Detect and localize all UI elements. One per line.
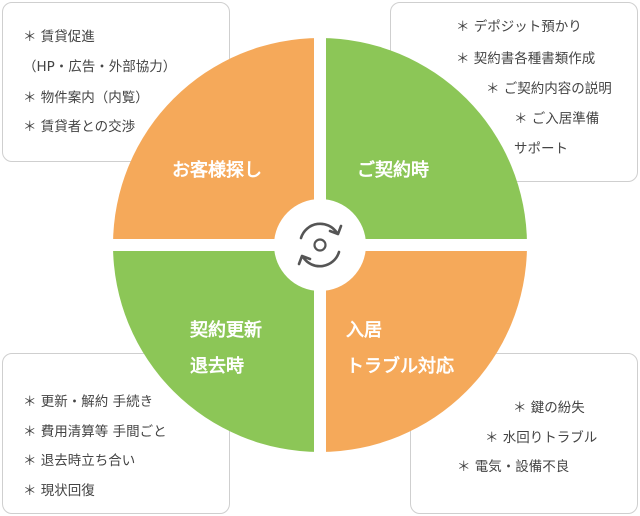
info-line: ＊ 退去時立ち合い: [23, 453, 136, 469]
info-line: ＊ 電気・設備不良: [457, 459, 570, 475]
info-line: ＊ 物件案内（内覧）: [23, 90, 149, 106]
info-line: サポート: [514, 141, 568, 157]
info-line: ＊ 賃貸促進: [23, 29, 95, 45]
quadrant-label-top-right: ご契約時: [357, 160, 429, 181]
quadrant-label-bottom-right-line1: 入居: [346, 320, 382, 341]
info-line: ＊ 費用清算等 手間ごと: [23, 424, 167, 440]
quadrant-label-bottom-left-line2: 退去時: [190, 356, 244, 377]
info-line: ＊ ご契約内容の説明: [486, 81, 612, 97]
info-box-bottom-left: ＊ 更新・解約 手続き ＊ 費用清算等 手間ごと ＊ 退去時立ち合い ＊ 現状回…: [2, 353, 230, 514]
info-line: ＊ 賃貸者との交渉: [23, 119, 136, 135]
cycle-arrows-icon: [297, 222, 343, 268]
info-line: ＊ 鍵の紛失: [513, 400, 585, 416]
quadrant-bottom-right: [320, 245, 527, 452]
info-line: ＊ デポジット預かり: [456, 19, 582, 35]
info-line: （HP・広告・外部協力）: [23, 59, 177, 75]
quadrant-bottom-left: [113, 245, 320, 452]
center-disc: [274, 199, 366, 291]
quadrant-top-left: [113, 38, 320, 245]
info-line: ＊ 現状回復: [23, 483, 95, 499]
quadrant-label-bottom-right-line2: トラブル対応: [346, 356, 454, 377]
quadrant-label-top-left: お客様探し: [172, 160, 262, 181]
quadrant-label-bottom-left-line1: 契約更新: [190, 320, 262, 341]
info-box-top-left: ＊ 賃貸促進 （HP・広告・外部協力） ＊ 物件案内（内覧） ＊ 賃貸者との交渉: [2, 2, 230, 162]
info-line: ＊ 契約書各種書類作成: [456, 51, 596, 67]
info-line: ＊ ご入居準備: [514, 111, 600, 127]
info-line: ＊ 更新・解約 手続き: [23, 394, 154, 410]
info-line: ＊ 水回りトラブル: [485, 430, 598, 446]
quadrant-top-right: [320, 38, 527, 245]
